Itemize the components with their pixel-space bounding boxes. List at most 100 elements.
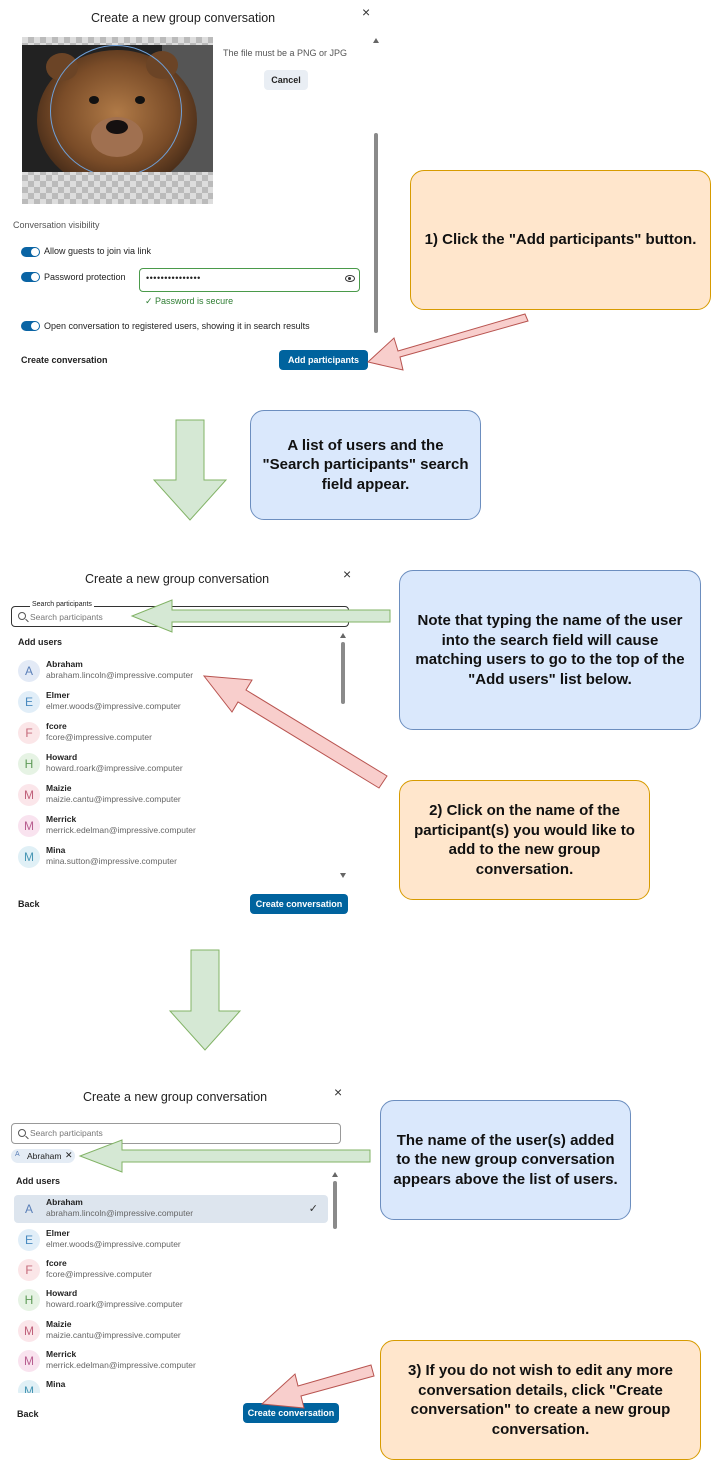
scrollbar-thumb[interactable] bbox=[374, 133, 378, 333]
user-email: elmer.woods@impressive.computer bbox=[46, 1239, 181, 1249]
list-item[interactable]: F fcore fcore@impressive.computer bbox=[18, 1257, 324, 1285]
chip-label: Abraham bbox=[27, 1151, 62, 1161]
search-participants-field[interactable]: Search participants bbox=[11, 1123, 341, 1144]
avatar: E bbox=[18, 691, 40, 713]
search-icon bbox=[18, 1129, 26, 1137]
bear-photo bbox=[22, 45, 213, 172]
list-item[interactable]: A Abraham abraham.lincoln@impressive.com… bbox=[18, 658, 318, 686]
avatar: A bbox=[18, 660, 40, 682]
user-email: howard.roark@impressive.computer bbox=[46, 763, 183, 773]
dialog-title: Create a new group conversation bbox=[83, 1090, 268, 1104]
list-item[interactable]: A Abraham abraham.lincoln@impressive.com… bbox=[18, 1196, 324, 1224]
red-arrow-step1 bbox=[366, 313, 529, 371]
scroll-down-icon[interactable] bbox=[340, 873, 346, 878]
user-name: Abraham bbox=[46, 659, 83, 669]
user-email: merrick.edelman@impressive.computer bbox=[46, 825, 196, 835]
user-name: Mina bbox=[46, 1379, 66, 1389]
list-item[interactable]: E Elmer elmer.woods@impressive.computer bbox=[18, 1227, 324, 1255]
scrollbar-thumb[interactable] bbox=[341, 642, 345, 704]
remove-chip-icon[interactable]: ✕ bbox=[65, 1150, 73, 1160]
user-name: Elmer bbox=[46, 1228, 70, 1238]
list-item[interactable]: M Maizie maizie.cantu@impressive.compute… bbox=[18, 782, 318, 810]
red-arrow-step2 bbox=[202, 675, 388, 789]
scroll-up-icon[interactable] bbox=[373, 38, 379, 43]
scrollbar-thumb[interactable] bbox=[333, 1181, 337, 1229]
callout-step2: 2) Click on the name of the participant(… bbox=[399, 780, 650, 900]
check-icon: ✓ bbox=[308, 1203, 318, 1215]
user-email: howard.roark@impressive.computer bbox=[46, 1299, 183, 1309]
create-conversation-button[interactable]: Create conversation bbox=[250, 894, 348, 914]
password-secure-message: ✓ Password is secure bbox=[145, 296, 234, 306]
user-email: fcore@impressive.computer bbox=[46, 732, 152, 742]
user-name: Merrick bbox=[46, 814, 77, 824]
password-value: ••••••••••••••• bbox=[146, 273, 201, 283]
user-list: A Abraham abraham.lincoln@impressive.com… bbox=[14, 1195, 330, 1393]
back-button[interactable]: Back bbox=[18, 899, 40, 909]
callout-search-note: Note that typing the name of the user in… bbox=[399, 570, 701, 730]
user-name: Abraham bbox=[46, 1197, 83, 1207]
add-users-heading: Add users bbox=[18, 637, 63, 647]
password-toggle[interactable] bbox=[21, 272, 40, 282]
avatar: H bbox=[18, 1289, 40, 1311]
user-email: abraham.lincoln@impressive.computer bbox=[46, 670, 194, 680]
dialog-step3: Create a new group conversation × Search… bbox=[0, 1078, 360, 1428]
list-item[interactable]: M Maizie maizie.cantu@impressive.compute… bbox=[18, 1318, 324, 1346]
user-name: Maizie bbox=[46, 783, 72, 793]
avatar: M bbox=[18, 1350, 40, 1372]
avatar: M bbox=[18, 784, 40, 806]
avatar: M bbox=[18, 846, 40, 868]
close-icon[interactable]: × bbox=[362, 4, 371, 20]
green-arrow-chip bbox=[78, 1139, 371, 1173]
callout-info1: A list of users and the "Search particip… bbox=[250, 410, 481, 520]
red-arrow-step3 bbox=[260, 1364, 375, 1409]
user-name: Howard bbox=[46, 752, 78, 762]
avatar: F bbox=[18, 722, 40, 744]
search-legend: Search participants bbox=[30, 601, 94, 608]
password-field[interactable]: ••••••••••••••• bbox=[139, 268, 360, 292]
avatar: M bbox=[18, 1320, 40, 1342]
list-item[interactable]: M Merrick merrick.edelman@impressive.com… bbox=[18, 1348, 324, 1376]
selected-row-highlight bbox=[14, 1195, 328, 1223]
user-name: Howard bbox=[46, 1288, 78, 1298]
open-conversation-label: Open conversation to registered users, s… bbox=[44, 321, 310, 331]
guests-label: Allow guests to join via link bbox=[44, 246, 152, 256]
create-conversation-button[interactable]: Create conversation bbox=[243, 1403, 339, 1423]
chip-avatar: A bbox=[15, 1151, 20, 1158]
avatar-crop-area[interactable] bbox=[22, 37, 213, 204]
create-conversation-link[interactable]: Create conversation bbox=[21, 355, 108, 365]
list-item[interactable]: M Mina bbox=[18, 1378, 324, 1393]
dialog-title: Create a new group conversation bbox=[85, 572, 270, 586]
add-participants-button[interactable]: Add participants bbox=[279, 350, 368, 370]
avatar: H bbox=[18, 753, 40, 775]
guests-toggle[interactable] bbox=[21, 247, 40, 257]
dialog-title: Create a new group conversation bbox=[91, 11, 276, 25]
list-item[interactable]: H Howard howard.roark@impressive.compute… bbox=[18, 1287, 324, 1315]
add-users-heading: Add users bbox=[16, 1176, 61, 1186]
user-name: Maizie bbox=[46, 1319, 72, 1329]
user-list: A Abraham abraham.lincoln@impressive.com… bbox=[18, 658, 338, 884]
open-conversation-toggle[interactable] bbox=[21, 321, 40, 331]
callout-info2: The name of the user(s) added to the new… bbox=[380, 1100, 631, 1220]
list-item[interactable]: H Howard howard.roark@impressive.compute… bbox=[18, 751, 318, 779]
selected-participant-chip: A Abraham ✕ bbox=[11, 1149, 75, 1163]
show-password-icon[interactable] bbox=[345, 275, 355, 282]
user-name: fcore bbox=[46, 1258, 67, 1268]
avatar: F bbox=[18, 1259, 40, 1281]
user-email: elmer.woods@impressive.computer bbox=[46, 701, 181, 711]
close-icon[interactable]: × bbox=[334, 1084, 343, 1100]
close-icon[interactable]: × bbox=[343, 566, 352, 582]
back-button[interactable]: Back bbox=[17, 1409, 39, 1419]
green-arrow-search bbox=[130, 599, 391, 633]
list-item[interactable]: F fcore fcore@impressive.computer bbox=[18, 720, 318, 748]
user-name: Elmer bbox=[46, 690, 70, 700]
user-email: maizie.cantu@impressive.computer bbox=[46, 794, 181, 804]
search-placeholder: Search participants bbox=[30, 1128, 103, 1138]
cancel-button[interactable]: Cancel bbox=[264, 70, 308, 90]
list-item[interactable]: M Mina mina.sutton@impressive.computer bbox=[18, 844, 318, 872]
scroll-up-icon[interactable] bbox=[340, 633, 346, 638]
list-item[interactable]: M Merrick merrick.edelman@impressive.com… bbox=[18, 813, 318, 841]
user-email: fcore@impressive.computer bbox=[46, 1269, 152, 1279]
scroll-up-icon[interactable] bbox=[332, 1172, 338, 1177]
list-item[interactable]: E Elmer elmer.woods@impressive.computer bbox=[18, 689, 318, 717]
